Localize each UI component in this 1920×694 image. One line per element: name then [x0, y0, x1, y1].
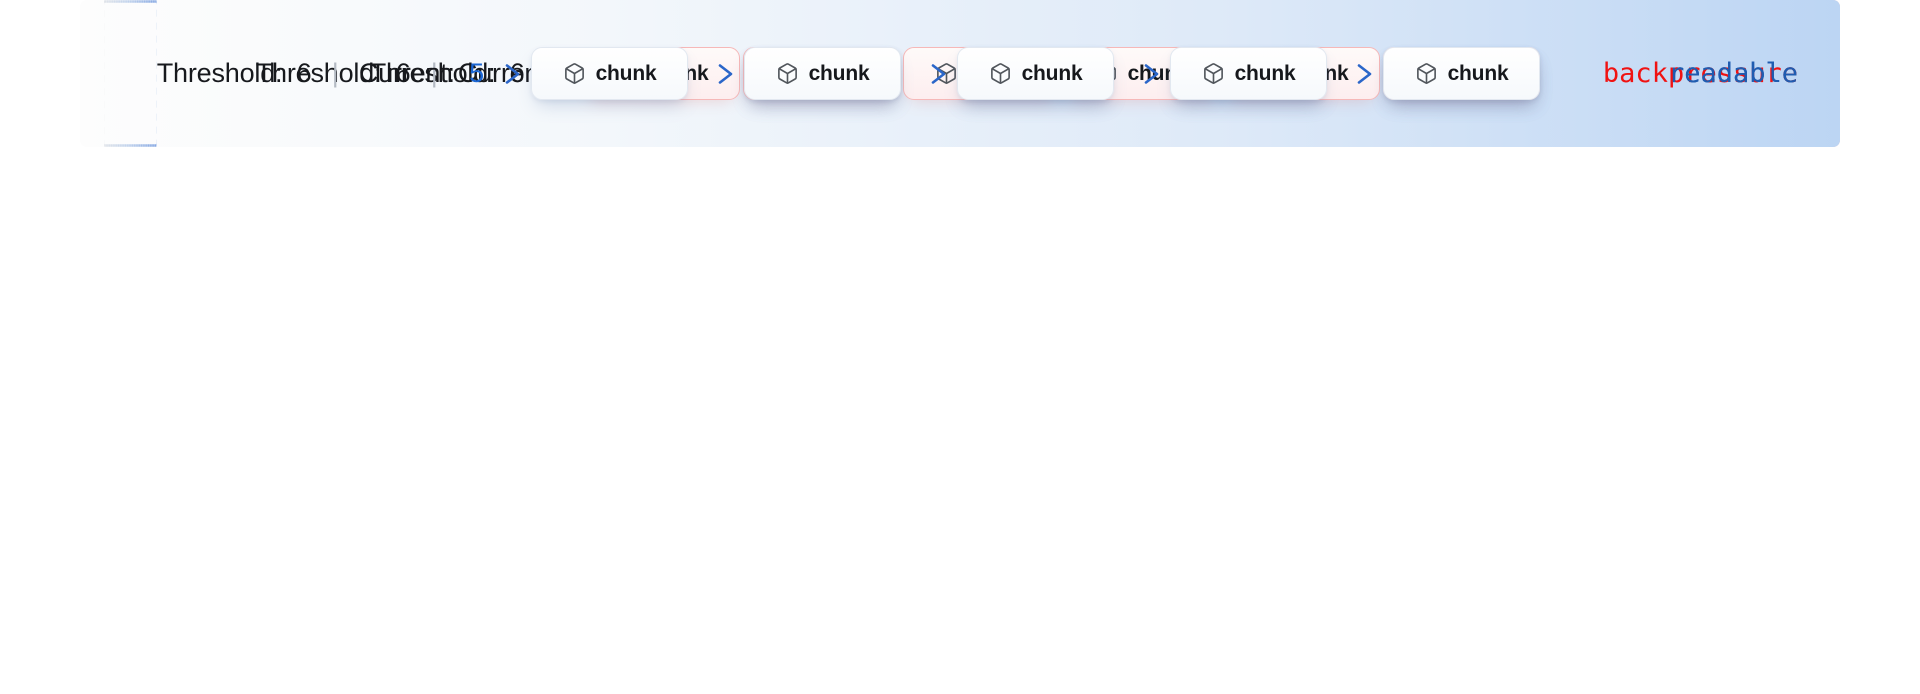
chunk-strip: chunk chunk [484, 47, 1540, 100]
current-label: Current: [358, 58, 455, 88]
stats-separator: | [430, 58, 438, 88]
chunk-box: chunk [744, 47, 901, 100]
cube-icon [563, 62, 586, 85]
flow-arrow-icon [697, 61, 735, 87]
cube-icon [776, 62, 799, 85]
cube-icon [1202, 62, 1225, 85]
chunk-box: chunk [1170, 47, 1327, 100]
threshold-label: Threshold: [369, 58, 496, 88]
chunk-label: chunk [595, 61, 657, 85]
stream-state-row: Threshold: 6 | Current: 5 [80, 0, 1840, 147]
chunk-label: chunk [1447, 61, 1509, 85]
state-label: readable [1667, 58, 1798, 89]
threshold-label: Threshold: [156, 58, 283, 88]
chunk-box: chunk [957, 47, 1114, 100]
chunk-label: chunk [1234, 61, 1296, 85]
cube-icon [989, 62, 1012, 85]
chunk-label: chunk [808, 61, 870, 85]
current-value: 5 [469, 58, 484, 88]
flow-arrow-icon [484, 61, 522, 87]
buffer-stats: Threshold: 6 | Current: 5 [157, 58, 484, 89]
state-label: backpressure [1602, 58, 1798, 89]
cube-icon [1415, 62, 1438, 85]
state-label: readable [1667, 58, 1798, 89]
chunk-box: chunk [531, 47, 688, 100]
dashed-border [104, 0, 157, 147]
flow-arrow-icon [1123, 61, 1161, 87]
threshold-value: 6 [395, 58, 411, 88]
chunk-box: chunk [1383, 47, 1540, 100]
threshold-value: 6 [296, 58, 312, 88]
flow-arrow-icon [1336, 61, 1374, 87]
chunk-label: chunk [1021, 61, 1083, 85]
flow-arrow-icon [910, 61, 948, 87]
stats-separator: | [331, 58, 339, 88]
